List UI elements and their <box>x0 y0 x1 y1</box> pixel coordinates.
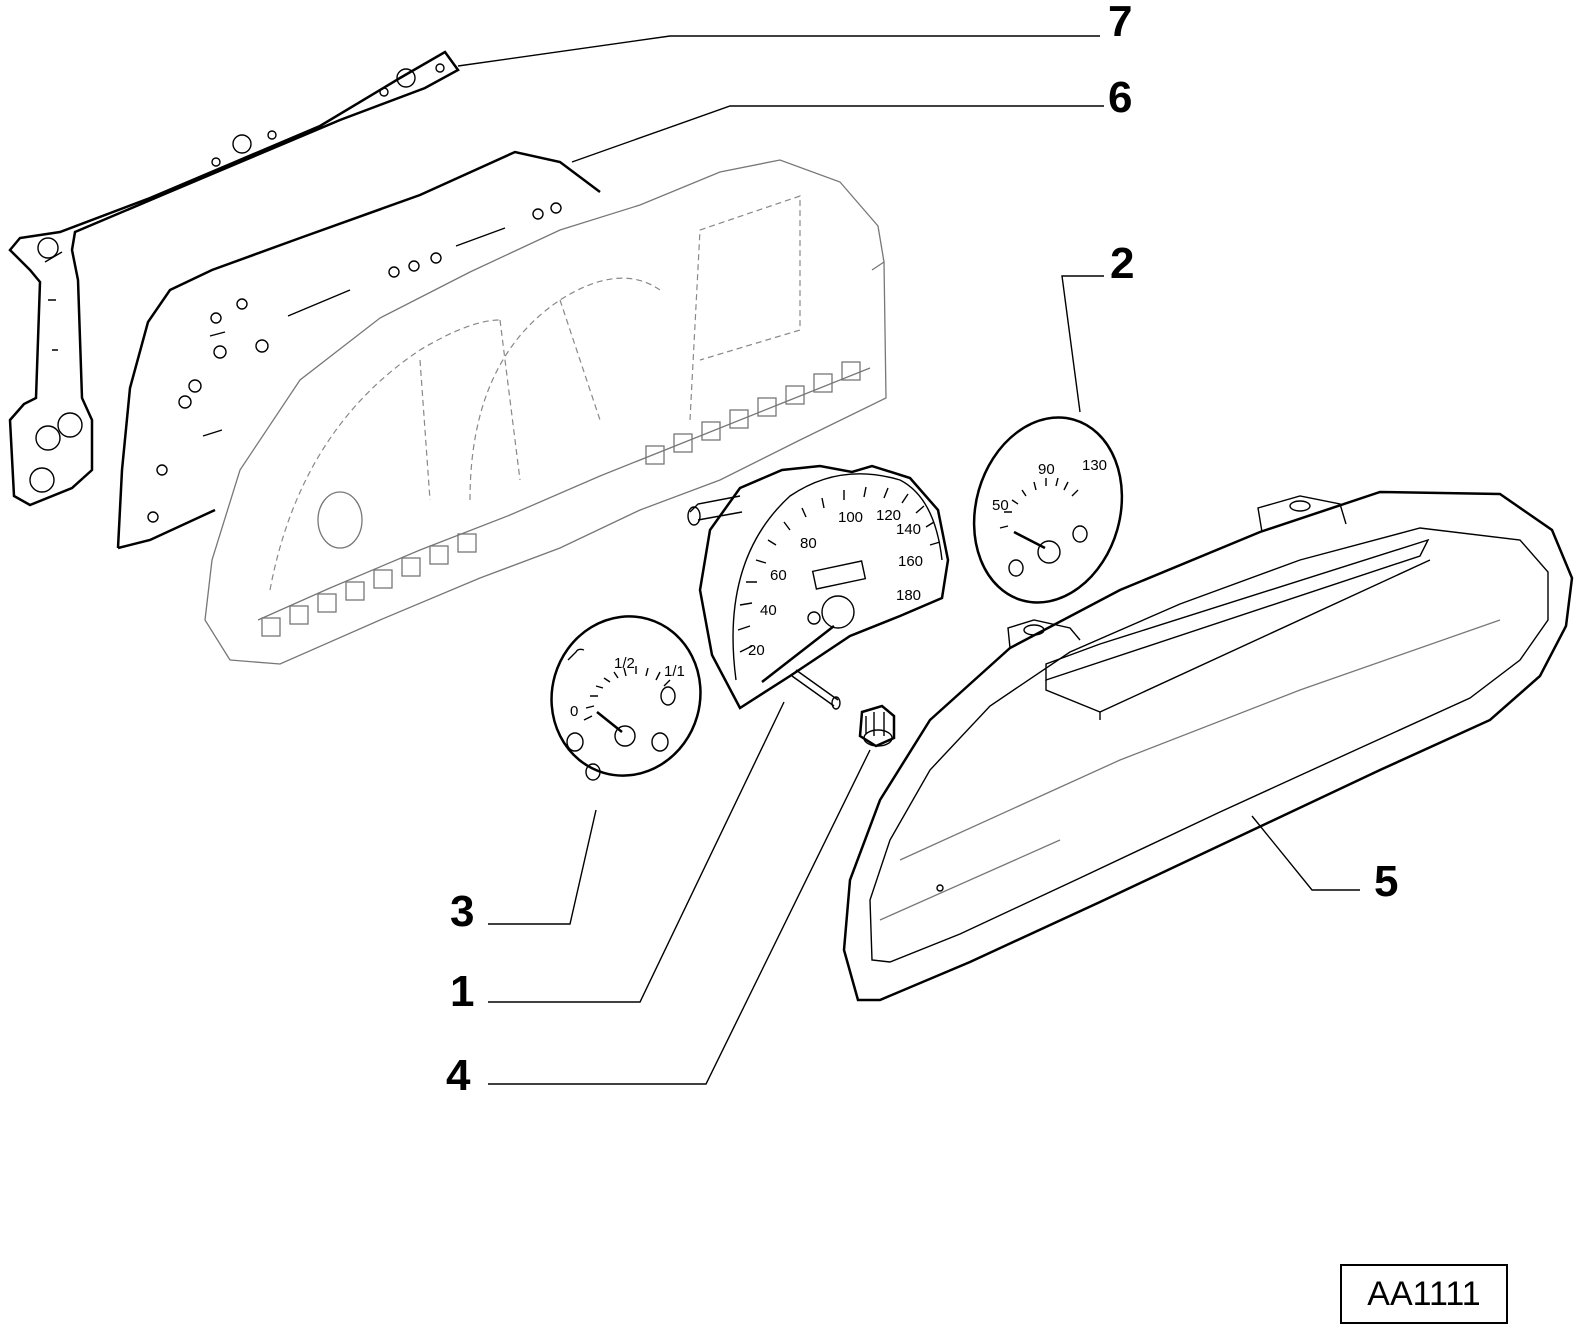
part-3-fuel-gauge: 0 1/2 1/1 <box>550 615 702 781</box>
speedometer-label-80: 80 <box>800 535 817 552</box>
fuel-label-full: 1/1 <box>664 663 685 680</box>
fuel-label-half: 1/2 <box>614 655 635 672</box>
leader-1 <box>488 701 785 1003</box>
callout-7: 7 <box>1108 0 1132 46</box>
speedometer-label-60: 60 <box>770 567 787 584</box>
fuel-label-empty: 0 <box>570 703 578 720</box>
callout-5: 5 <box>1374 857 1398 906</box>
speedometer-label-100: 100 <box>838 509 863 526</box>
leader-2 <box>1061 275 1104 413</box>
leader-7 <box>457 35 1100 67</box>
part-7-bracket <box>8 50 460 507</box>
part-5-bezel <box>842 490 1574 1002</box>
speedometer-label-40: 40 <box>760 602 777 619</box>
leader-3 <box>488 809 597 925</box>
reference-code: AA1111 <box>1340 1264 1508 1324</box>
callout-2: 2 <box>1110 239 1134 288</box>
temperature-label-50: 50 <box>992 497 1009 514</box>
callout-labels: 7 6 2 5 3 1 4 <box>446 0 1398 1100</box>
part-1-speedometer: 20 40 60 80 100 120 140 160 180 <box>687 464 950 710</box>
leader-6 <box>571 105 1104 163</box>
speedometer-label-120: 120 <box>876 507 901 524</box>
part-6-housing <box>116 150 887 665</box>
speedometer-label-180: 180 <box>896 587 921 604</box>
speedometer-label-20: 20 <box>748 642 765 659</box>
leader-4 <box>488 749 871 1085</box>
callout-4: 4 <box>446 1051 471 1100</box>
leader-lines <box>457 35 1360 1085</box>
speedometer-ticks <box>737 486 941 653</box>
leader-5 <box>1251 815 1360 891</box>
temperature-label-130: 130 <box>1082 457 1107 474</box>
callout-6: 6 <box>1108 73 1132 122</box>
callout-3: 3 <box>450 887 474 936</box>
temperature-label-90: 90 <box>1038 461 1055 478</box>
part-2-temperature-gauge: 50 90 130 <box>972 416 1124 604</box>
speedometer-label-140: 140 <box>896 521 921 538</box>
speedometer-label-160: 160 <box>898 553 923 570</box>
part-4-knob <box>858 704 896 748</box>
callout-1: 1 <box>450 967 474 1016</box>
